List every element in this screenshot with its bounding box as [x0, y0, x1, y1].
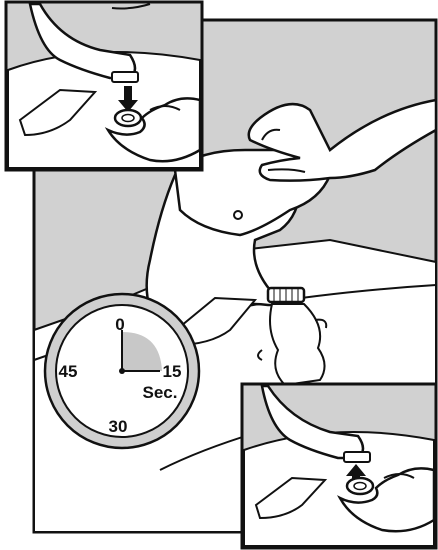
up-arrow-icon — [346, 464, 366, 490]
timer-label-unit: Sec. — [143, 383, 178, 402]
hand-icon — [104, 97, 202, 163]
top-inset-remove-aerator — [4, 0, 204, 172]
timer-label-30: 30 — [109, 417, 128, 436]
main-panel — [32, 18, 438, 534]
timer-elapsed-wedge — [122, 332, 162, 371]
hand-on-handle-icon — [247, 98, 438, 182]
bottom-inset-install-aerator — [240, 382, 438, 550]
timer-dial: 0 15 Sec. 30 45 — [43, 292, 201, 450]
timer-label-45: 45 — [59, 362, 78, 381]
water-stream-icon — [269, 303, 326, 387]
down-arrow-icon — [118, 86, 138, 112]
timer-label-15: 15 — [163, 362, 182, 381]
timer-label-0: 0 — [115, 315, 124, 334]
